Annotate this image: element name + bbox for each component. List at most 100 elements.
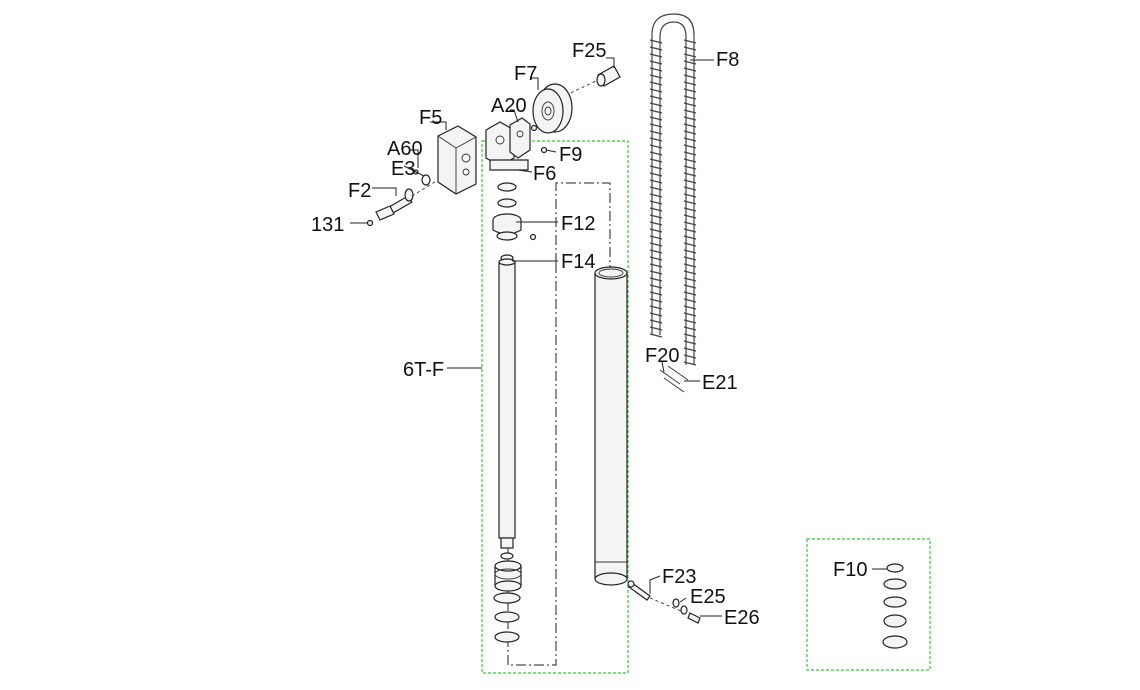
- chain-link: [683, 263, 697, 268]
- chain-link: [649, 186, 663, 191]
- chain-link: [683, 53, 697, 58]
- chain-link: [649, 284, 663, 289]
- chain-link: [683, 88, 697, 93]
- axle-part: [375, 179, 439, 221]
- e25-washer: [672, 598, 680, 608]
- chain-link: [649, 179, 663, 184]
- piston-rod: [498, 254, 516, 549]
- chain-link: [683, 284, 697, 289]
- chain-link: [683, 60, 697, 65]
- label-f7: F7: [514, 63, 537, 85]
- label-f5: F5: [419, 107, 442, 129]
- piston-assembly: [493, 552, 522, 643]
- label-e3: E3: [391, 158, 415, 180]
- label-f20: F20: [645, 345, 679, 367]
- chain-link: [683, 102, 697, 107]
- a20-bolt: [530, 124, 538, 132]
- chain-link: [683, 179, 697, 184]
- chain-link: [649, 109, 663, 114]
- label-131: 131: [311, 214, 344, 236]
- chain-link: [683, 39, 697, 44]
- ring: [497, 198, 517, 208]
- assembly-box-f10: [806, 538, 931, 671]
- chain-link: [649, 81, 663, 86]
- chain-link: [683, 347, 697, 352]
- chain-link: [683, 235, 697, 240]
- label-f23: F23: [662, 566, 696, 588]
- chain-link: [683, 74, 697, 79]
- label-e21: E21: [702, 372, 738, 394]
- chain-link: [683, 270, 697, 275]
- chain-link: [649, 53, 663, 58]
- chain-link: [649, 305, 663, 310]
- chain-link: [683, 116, 697, 121]
- label-f25: F25: [572, 40, 606, 62]
- chain-link: [683, 340, 697, 345]
- chain-link: [683, 158, 697, 163]
- chain-link: [649, 319, 663, 324]
- label-f2: F2: [348, 180, 371, 202]
- chain-link: [683, 249, 697, 254]
- chain-link: [649, 95, 663, 100]
- chain-link: [683, 200, 697, 205]
- chain-link: [649, 46, 663, 51]
- label-f8: F8: [716, 49, 739, 71]
- ring: [497, 182, 517, 192]
- chain-link: [683, 81, 697, 86]
- chain-link: [649, 249, 663, 254]
- assembly-path: [507, 182, 611, 666]
- chain-link: [649, 165, 663, 170]
- label-f14: F14: [561, 251, 595, 273]
- chain-link: [683, 214, 697, 219]
- chain-link: [683, 46, 697, 51]
- label-6t-f: 6T-F: [403, 359, 444, 381]
- chain-link: [683, 207, 697, 212]
- chain-link: [649, 74, 663, 79]
- chain-link: [649, 158, 663, 163]
- chain-link: [683, 326, 697, 331]
- chain-link: [649, 207, 663, 212]
- chain-link: [649, 39, 663, 44]
- chain-link: [683, 137, 697, 142]
- chain-link: [683, 67, 697, 72]
- chain-link: [649, 200, 663, 205]
- chain-link: [649, 221, 663, 226]
- chain-link: [683, 228, 697, 233]
- mounting-bracket: [437, 125, 477, 195]
- chain-link: [649, 144, 663, 149]
- chain-link: [649, 116, 663, 121]
- chain-link: [683, 144, 697, 149]
- chain-link: [683, 172, 697, 177]
- label-f6: F6: [533, 163, 556, 185]
- chain-link: [683, 242, 697, 247]
- chain-link: [683, 130, 697, 135]
- chain-link: [649, 263, 663, 268]
- chain-link: [683, 123, 697, 128]
- label-f10: F10: [833, 559, 867, 581]
- label-a20: A20: [491, 95, 527, 117]
- seal-kit: [882, 563, 908, 649]
- leader-lines: [350, 57, 887, 617]
- label-a60: A60: [387, 138, 423, 160]
- chain-link: [683, 109, 697, 114]
- chain-link: [649, 312, 663, 317]
- chain-link: [683, 95, 697, 100]
- chain-link: [649, 298, 663, 303]
- e26-bolt: [687, 612, 701, 624]
- chain-link: [649, 291, 663, 296]
- f9-pin: [540, 146, 548, 154]
- chain-link: [683, 354, 697, 359]
- chain-link: [683, 151, 697, 156]
- pulley-part: [532, 83, 573, 134]
- chain-link: [649, 67, 663, 72]
- chain-link: [683, 298, 697, 303]
- chain-link: [649, 123, 663, 128]
- pin-f23: [627, 580, 651, 601]
- label-f12: F12: [561, 213, 595, 235]
- assembly-box-6t-f: [481, 140, 629, 674]
- chain-link: [649, 333, 663, 338]
- label-e26: E26: [724, 607, 760, 629]
- chain-link: [649, 214, 663, 219]
- chain-link: [649, 277, 663, 282]
